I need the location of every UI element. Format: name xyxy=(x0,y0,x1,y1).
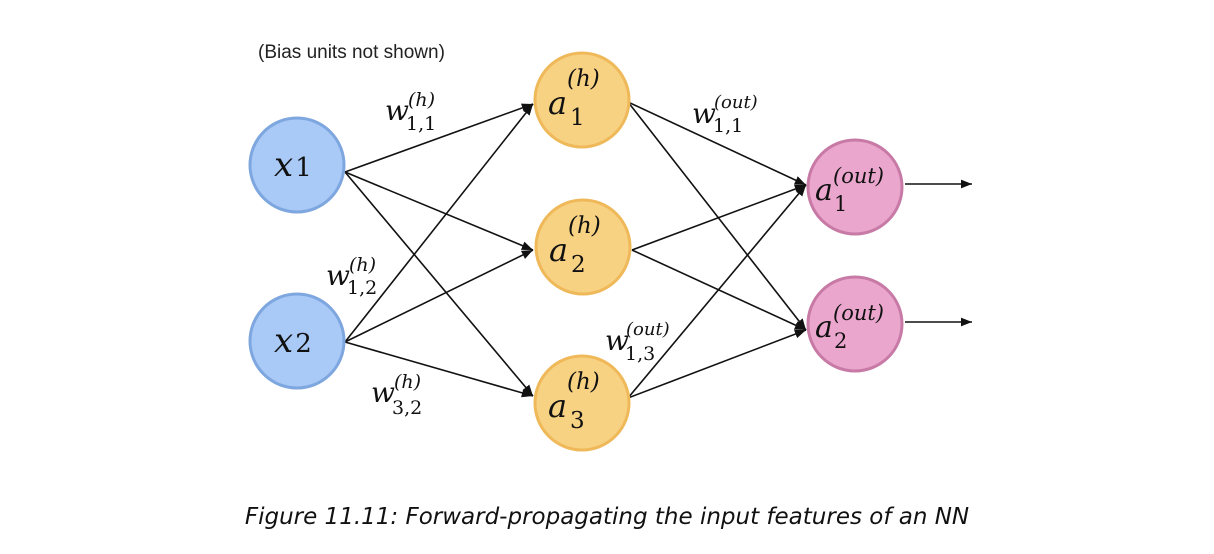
hidden-node-circle xyxy=(533,354,631,452)
weight-w11-hidden: w (h) 1,1 xyxy=(385,89,436,135)
weight-w32-hidden: w (h) 3,2 xyxy=(371,371,422,419)
edge-h2-o1 xyxy=(631,184,807,251)
weight-base: w xyxy=(371,376,395,409)
weight-sup: (h) xyxy=(349,254,376,276)
input-node-circle xyxy=(248,116,346,214)
weight-base: w xyxy=(692,97,716,130)
edges-hidden-output xyxy=(627,101,807,399)
weight-base: w xyxy=(385,94,409,127)
weight-sup: (out) xyxy=(626,319,670,340)
edge-x1-h2 xyxy=(344,171,534,251)
hidden-node-a2: a (h) 2 xyxy=(534,198,632,296)
edges-input-hidden xyxy=(344,103,534,398)
edge-h1-o1 xyxy=(627,101,807,186)
weight-sup: (h) xyxy=(394,371,421,393)
node-label-base: a xyxy=(549,231,568,269)
figure-caption: Figure 11.11: Forward-propagating the in… xyxy=(244,504,970,530)
hidden-node-circle xyxy=(533,51,631,149)
edge-h3-o2 xyxy=(627,329,807,399)
edge-h3-o1 xyxy=(627,184,807,399)
node-label-base: a xyxy=(548,84,567,122)
edge-h1-o2 xyxy=(627,101,807,331)
node-label-base: a xyxy=(815,173,833,208)
weight-w13-out: w (out) 1,3 xyxy=(605,319,670,365)
output-node-a1: a (out) 1 xyxy=(806,138,904,236)
weight-sub: 3,2 xyxy=(392,397,422,419)
node-label: x2 xyxy=(274,321,312,361)
input-node-x2: x2 xyxy=(248,292,346,390)
node-label-sub: 2 xyxy=(834,329,847,353)
node-label-sup: (h) xyxy=(567,66,600,92)
edge-x2-h2 xyxy=(344,249,534,343)
hidden-node-a3: a (h) 3 xyxy=(533,354,631,452)
node-label-sup: (out) xyxy=(833,301,884,325)
weight-base: w xyxy=(326,259,350,292)
hidden-node-circle xyxy=(534,198,632,296)
weight-sup: (h) xyxy=(408,89,435,111)
input-node-circle xyxy=(248,292,346,390)
node-label-sup: (h) xyxy=(567,369,600,395)
weight-w12-hidden: w (h) 1,2 xyxy=(326,254,377,299)
edge-x2-h3 xyxy=(344,341,534,398)
weight-sub: 1,1 xyxy=(406,113,436,135)
weight-base: w xyxy=(605,324,629,357)
node-label-base: a xyxy=(815,310,833,345)
node-label-sup: (out) xyxy=(833,164,884,188)
hidden-node-a1: a (h) 1 xyxy=(533,51,631,149)
output-node-circle xyxy=(806,275,904,373)
node-label-sub: 2 xyxy=(571,252,586,278)
node-label-sub: 1 xyxy=(570,105,585,131)
output-node-a2: a (out) 2 xyxy=(806,275,904,373)
bias-note: (Bias units not shown) xyxy=(258,42,445,63)
edge-x2-h1 xyxy=(344,103,534,343)
node-label-sub: 3 xyxy=(570,408,585,434)
edge-x1-h3 xyxy=(344,171,534,397)
node-label-base: a xyxy=(548,387,567,425)
input-node-x1: x1 xyxy=(248,116,346,214)
weight-w11-out: w (out) 1,1 xyxy=(692,92,758,137)
weight-sub: 1,2 xyxy=(347,277,377,299)
weight-sup: (out) xyxy=(714,92,758,113)
edge-x1-h1 xyxy=(344,103,534,173)
weight-sub: 1,3 xyxy=(625,343,655,365)
node-label: x1 xyxy=(274,145,312,185)
node-label-sub: 1 xyxy=(834,192,847,216)
node-label-sup: (h) xyxy=(568,213,601,239)
weight-sub: 1,1 xyxy=(713,115,743,137)
output-node-circle xyxy=(806,138,904,236)
